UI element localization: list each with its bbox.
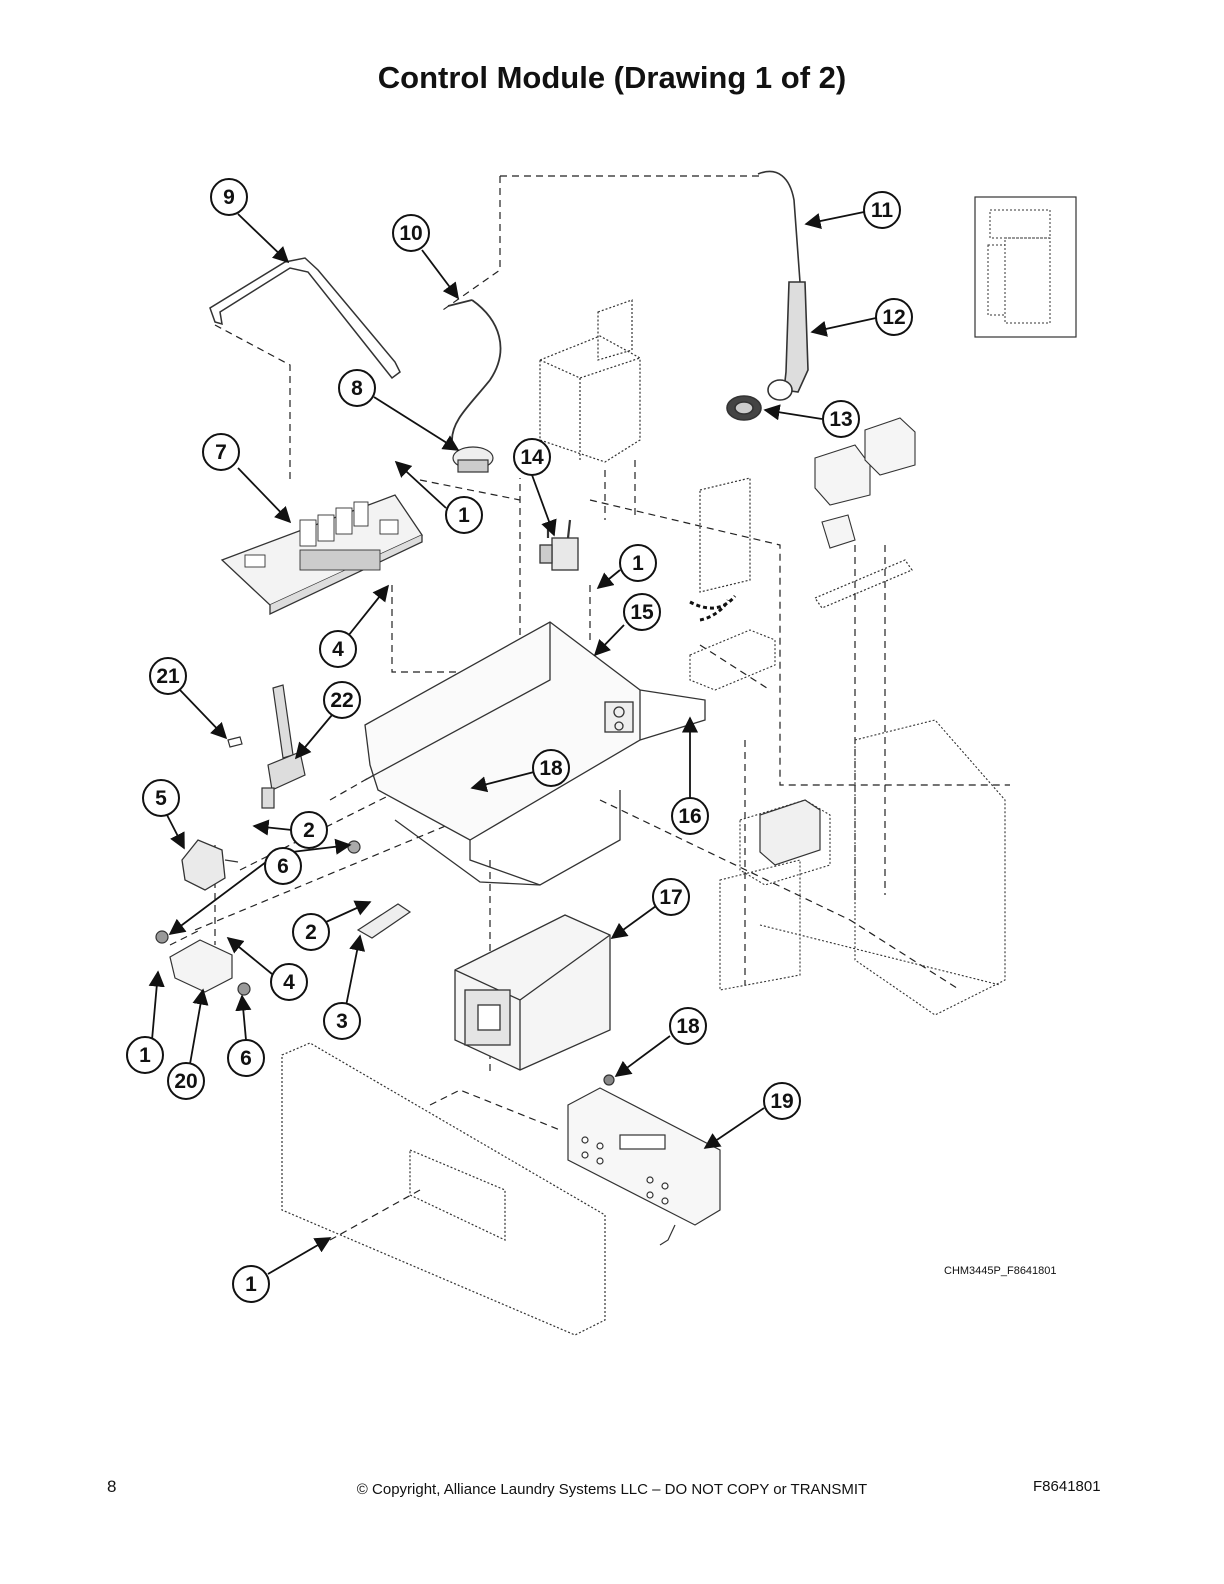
frame-part	[689, 629, 1006, 1016]
callout-number: 17	[659, 886, 682, 909]
small-transformer-part	[539, 519, 579, 571]
clip-part	[356, 903, 412, 939]
callout-numbers: 9 10 11 12 8 13 7 14 1 1 4 15 21 22 18 5…	[139, 186, 906, 1296]
callout-circle	[292, 913, 330, 951]
callout-circle	[167, 1062, 205, 1100]
callout-circle	[338, 369, 376, 407]
callout-number: 21	[156, 665, 180, 688]
wire-harness-part	[689, 594, 737, 622]
callout-circle	[669, 1007, 707, 1045]
callout-number: 10	[399, 222, 422, 245]
contactor-parts	[814, 417, 916, 549]
callout-number: 16	[678, 805, 701, 828]
callout-circle	[619, 544, 657, 582]
callout-leaders	[148, 211, 877, 1275]
callout-number: 22	[330, 689, 353, 712]
callout-number: 3	[336, 1010, 348, 1033]
callout-circle	[763, 1082, 801, 1120]
callout-number: 6	[277, 855, 289, 878]
callout-number: 1	[139, 1044, 151, 1067]
ribbon-connector-part	[261, 684, 306, 809]
callout-circle	[210, 178, 248, 216]
callout-circle	[290, 811, 328, 849]
callout-circle	[652, 878, 690, 916]
callout-circle	[513, 438, 551, 476]
chassis-part	[364, 621, 706, 886]
callout-number: 6	[240, 1047, 252, 1070]
callout-number: 4	[332, 638, 344, 661]
callout-circle	[532, 749, 570, 787]
drawing-code: CHM3445P_F8641801	[944, 1265, 1057, 1277]
callout-number: 8	[351, 377, 363, 400]
callout-circle	[392, 214, 430, 252]
assembly-guide-lines	[169, 175, 1010, 1241]
callout-number: 1	[245, 1273, 257, 1296]
page-number: 8	[107, 1477, 117, 1496]
callout-circle	[202, 433, 240, 471]
callout-circle	[142, 779, 180, 817]
tube-part	[209, 257, 401, 380]
din-rail-part	[699, 477, 913, 609]
callout-number: 1	[632, 552, 644, 575]
callout-number: 18	[539, 757, 563, 780]
callout-number: 13	[829, 408, 852, 431]
callout-circle	[863, 191, 901, 229]
callout-circle	[319, 630, 357, 668]
callout-number: 4	[283, 971, 295, 994]
callout-number: 11	[871, 199, 894, 222]
transformer-large-part	[759, 799, 821, 866]
control-board-part	[220, 494, 423, 616]
motor-part	[181, 839, 239, 891]
callout-circle	[227, 1039, 265, 1077]
callout-circle	[822, 400, 860, 438]
pressure-sensor-part	[452, 446, 494, 473]
callout-circle	[264, 847, 302, 885]
callout-circle	[623, 593, 661, 631]
callout-circle	[232, 1265, 270, 1303]
console-panel-part	[281, 1042, 606, 1336]
callout-circle	[445, 496, 483, 534]
document-number: F8641801	[1033, 1478, 1101, 1495]
callout-number: 15	[630, 601, 654, 624]
callout-circle	[149, 657, 187, 695]
callout-number: 2	[305, 921, 317, 944]
callout-circle	[126, 1036, 164, 1074]
screw-part	[227, 736, 243, 748]
hose-part	[447, 299, 502, 441]
page-title: Control Module (Drawing 1 of 2)	[377, 60, 847, 95]
callout-number: 5	[155, 787, 167, 810]
callout-number: 12	[882, 306, 905, 329]
callout-number: 18	[676, 1015, 700, 1038]
relay-block-part	[539, 299, 641, 463]
callout-circle	[323, 681, 361, 719]
callout-number: 14	[520, 446, 544, 469]
callout-number: 9	[223, 186, 235, 209]
inset-assembly-view	[974, 196, 1077, 338]
callout-circle	[875, 298, 913, 336]
housing-part	[454, 914, 611, 1071]
callout-number: 2	[303, 819, 315, 842]
callout-circle	[671, 797, 709, 835]
callout-circles	[126, 178, 913, 1303]
callout-number: 19	[770, 1090, 793, 1113]
callout-circle	[270, 963, 308, 1001]
copyright-notice: © Copyright, Alliance Laundry Systems LL…	[356, 1481, 868, 1498]
callout-number: 7	[215, 441, 227, 464]
antenna-part	[726, 170, 809, 421]
callout-circle	[323, 1002, 361, 1040]
callout-number: 20	[174, 1070, 197, 1093]
callout-number: 1	[458, 504, 470, 527]
ui-board-part	[567, 1074, 721, 1246]
